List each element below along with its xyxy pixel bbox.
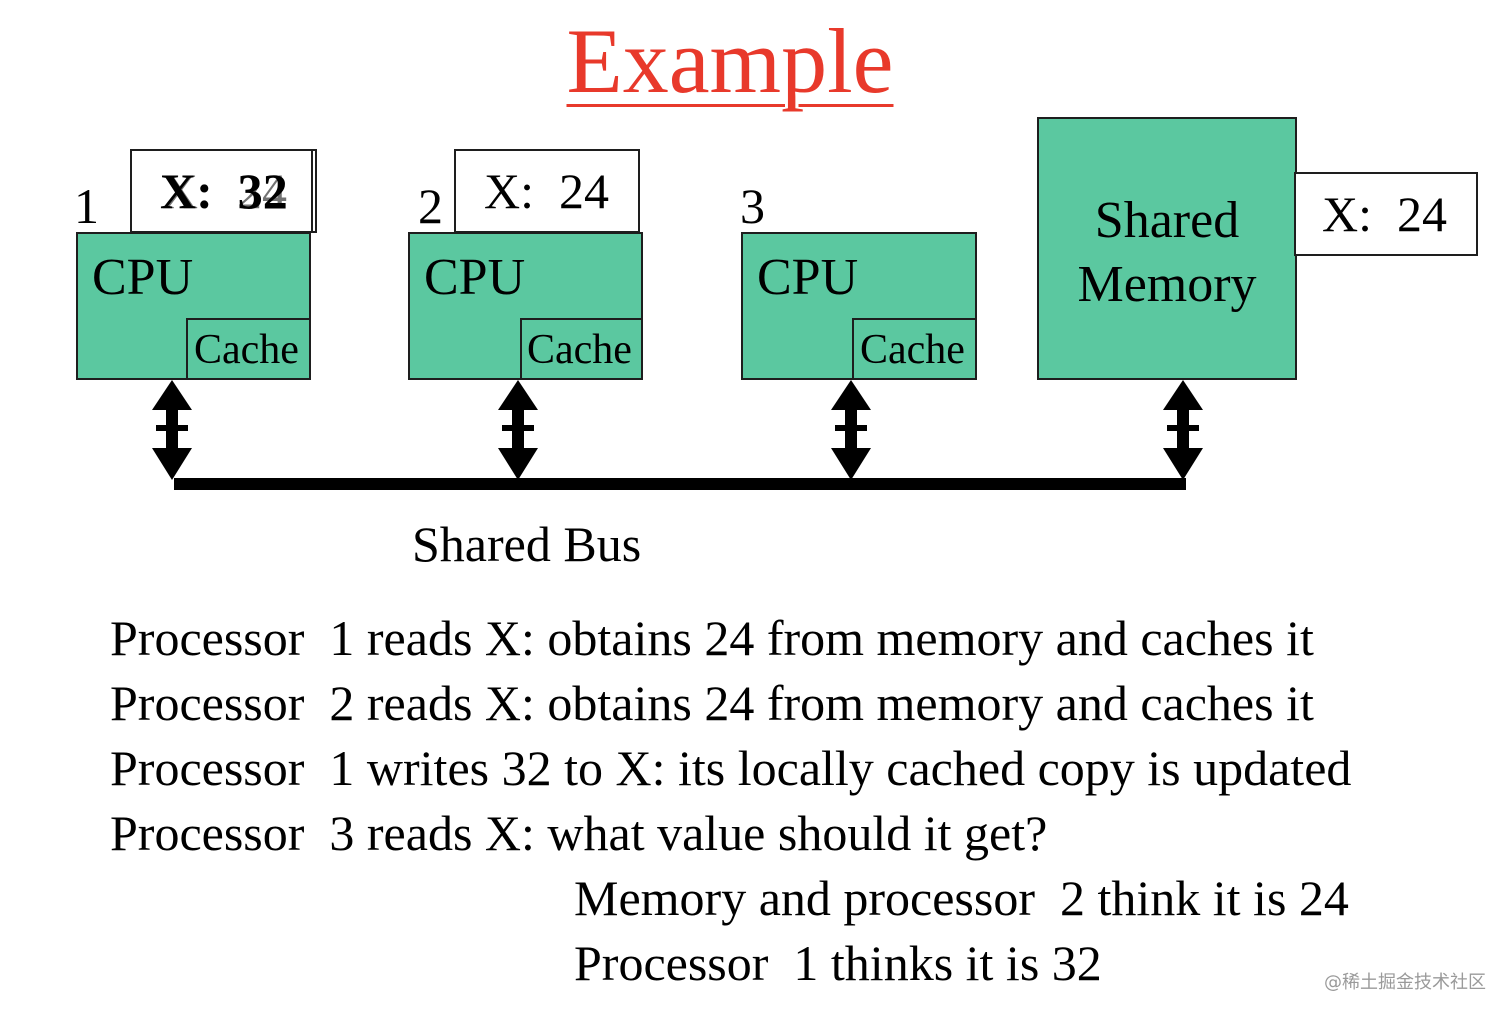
- page-title: Example: [566, 10, 894, 112]
- processor-2-cache-value: X: 24: [484, 163, 609, 219]
- processor-1-cache-value-new: X: 32: [160, 163, 288, 219]
- processor-3-cpu-box: CPU Cache: [741, 232, 977, 380]
- processor-2-cache-label: Cache: [527, 327, 632, 373]
- shared-memory-box: Shared Memory: [1037, 117, 1297, 380]
- watermark: @稀土掘金技术社区: [1324, 972, 1486, 993]
- arrow-cpu-2-icon: [498, 380, 538, 480]
- description-line-2: Processor 2 reads X: obtains 24 from mem…: [110, 675, 1314, 731]
- shared-memory-label-line1: Shared: [1094, 192, 1240, 249]
- arrow-cpu-1-icon: [152, 380, 192, 480]
- processor-3-number: 3: [740, 178, 765, 234]
- description-line-6: Processor 1 thinks it is 32: [574, 935, 1102, 991]
- description-line-3: Processor 1 writes 32 to X: its locally …: [110, 740, 1352, 796]
- processor-1-cpu-box: CPU Cache: [76, 232, 311, 380]
- shared-memory-value-box: X: 24: [1294, 172, 1478, 256]
- processor-1-number: 1: [74, 178, 99, 234]
- processor-1-cache-value-old: X: 24: [162, 163, 287, 219]
- arrow-cpu-3-icon: [831, 380, 871, 480]
- processor-2-cpu-label: CPU: [424, 249, 526, 306]
- processor-1-cpu-label: CPU: [92, 249, 194, 306]
- processor-2-number: 2: [418, 178, 443, 234]
- shared-bus-line: [174, 478, 1186, 490]
- processor-2-cpu-box: CPU Cache: [408, 232, 643, 380]
- description-line-5: Memory and processor 2 think it is 24: [574, 870, 1349, 926]
- processor-1-cache-value-box: X: 32 X: 24: [130, 149, 313, 233]
- description-line-1: Processor 1 reads X: obtains 24 from mem…: [110, 610, 1314, 666]
- processor-2-cache-box: Cache: [520, 318, 643, 380]
- processor-3-cache-box: Cache: [852, 318, 977, 380]
- shared-bus-label: Shared Bus: [412, 516, 642, 572]
- shared-memory-label-line2: Memory: [1077, 256, 1257, 313]
- processor-3-cpu-label: CPU: [757, 249, 859, 306]
- processor-3-cache-label: Cache: [860, 327, 965, 373]
- processor-2-cache-value-box: X: 24: [454, 149, 640, 233]
- description-line-4: Processor 3 reads X: what value should i…: [110, 805, 1048, 861]
- processor-1-cache-box: Cache: [186, 318, 311, 380]
- processor-1-cache-label: Cache: [194, 327, 299, 373]
- arrow-memory-icon: [1163, 380, 1203, 480]
- shared-memory-value: X: 24: [1322, 186, 1447, 242]
